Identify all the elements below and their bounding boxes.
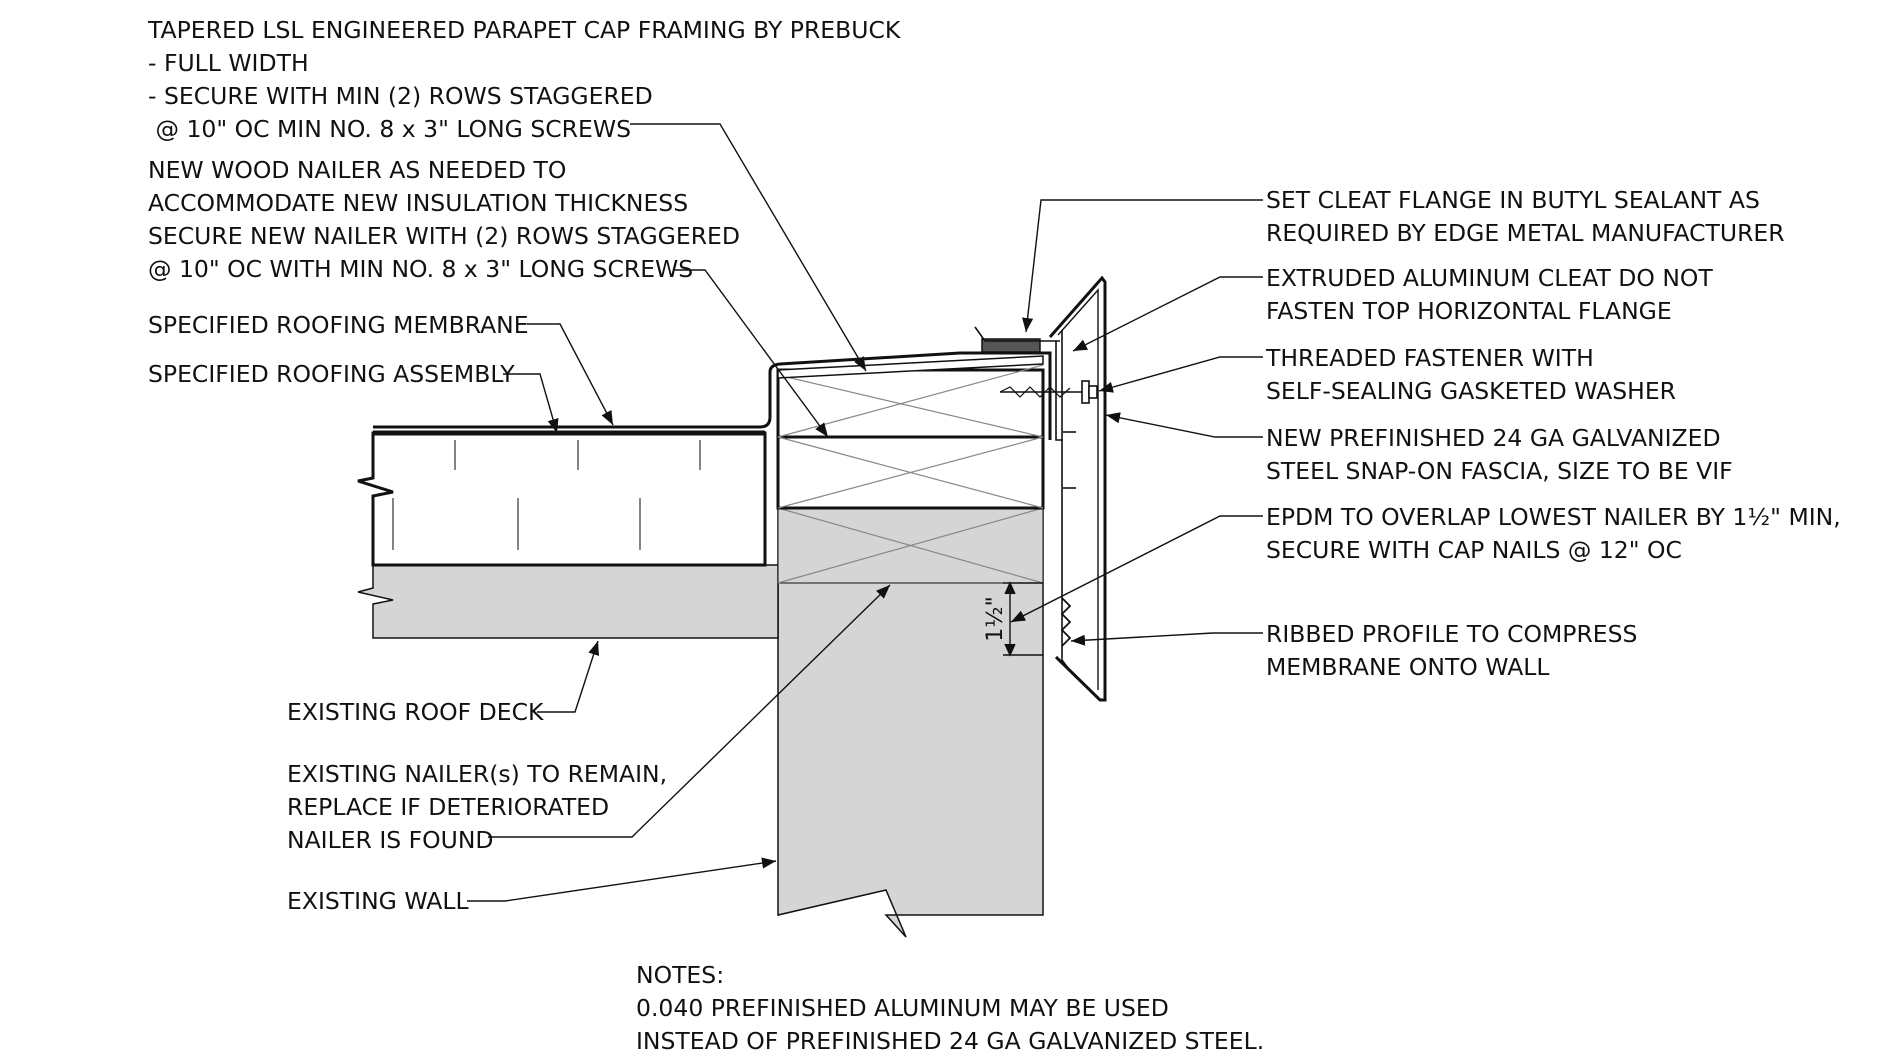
label-alum-cleat: EXTRUDED ALUMINUM CLEAT DO NOT FASTEN TOP… (1266, 264, 1713, 325)
label-lsl-cap: TAPERED LSL ENGINEERED PARAPET CAP FRAMI… (147, 16, 901, 143)
label-line: EXISTING ROOF DECK (287, 698, 544, 726)
label-line: SPECIFIED ROOFING ASSEMBLY (148, 360, 515, 388)
callout-labels: TAPERED LSL ENGINEERED PARAPET CAP FRAMI… (147, 16, 1841, 1055)
leader-wood-nailer (675, 269, 829, 438)
label-line: @ 10" OC WITH MIN NO. 8 x 3" LONG SCREWS (148, 255, 693, 283)
new-wood-nailers (776, 364, 1045, 510)
label-membrane: SPECIFIED ROOFING MEMBRANE (148, 311, 529, 339)
leader-fastener (1098, 356, 1263, 393)
label-fastener: THREADED FASTENER WITH SELF-SEALING GASKE… (1265, 344, 1676, 405)
leader-alum-cleat (1072, 276, 1263, 352)
label-line: - FULL WIDTH (148, 49, 309, 77)
label-roof-deck: EXISTING ROOF DECK (287, 698, 544, 726)
dimension-marker (1003, 581, 1043, 657)
label-line: STEEL SNAP-ON FASCIA, SIZE TO BE VIF (1266, 457, 1733, 485)
label-line: - SECURE WITH MIN (2) ROWS STAGGERED (148, 82, 653, 110)
label-line: RIBBED PROFILE TO COMPRESS (1266, 620, 1637, 648)
label-assembly: SPECIFIED ROOFING ASSEMBLY (148, 360, 515, 388)
label-epdm: EPDM TO OVERLAP LOWEST NAILER BY 1½" MIN… (1266, 503, 1841, 564)
label-line: REPLACE IF DETERIORATED (287, 793, 609, 821)
label-line: SELF-SEALING GASKETED WASHER (1266, 377, 1676, 405)
label-line: SECURE NEW NAILER WITH (2) ROWS STAGGERE… (148, 222, 740, 250)
leader-roof-deck (537, 640, 600, 713)
roofing-assembly (357, 430, 767, 567)
leader-lsl-cap (630, 123, 867, 372)
label-line: NEW WOOD NAILER AS NEEDED TO (148, 156, 566, 184)
label-wood-nailer: NEW WOOD NAILER AS NEEDED TO ACCOMMODATE … (148, 156, 740, 283)
leader-assembly (503, 373, 559, 434)
tapered-lsl-cap (777, 355, 1044, 379)
leader-existing-nailers (488, 584, 891, 838)
label-line: TAPERED LSL ENGINEERED PARAPET CAP FRAMI… (147, 16, 901, 44)
label-line: REQUIRED BY EDGE METAL MANUFACTURER (1266, 219, 1785, 247)
label-line: NEW PREFINISHED 24 GA GALVANIZED (1266, 424, 1721, 452)
label-line: THREADED FASTENER WITH (1265, 344, 1594, 372)
label-line: SET CLEAT FLANGE IN BUTYL SEALANT AS (1266, 186, 1760, 214)
label-line: EXTRUDED ALUMINUM CLEAT DO NOT (1266, 264, 1713, 292)
leader-ribbed (1070, 632, 1263, 646)
leader-existing-wall (467, 857, 777, 902)
label-existing-nailers: EXISTING NAILER(s) TO REMAIN, REPLACE IF … (287, 760, 667, 854)
dimension-text: 1½" (983, 596, 1008, 641)
ribbed-profile (1060, 597, 1072, 647)
label-line: NAILER IS FOUND (287, 826, 494, 854)
label-line: EXISTING WALL (287, 887, 469, 915)
label-line: INSTEAD OF PREFINISHED 24 GA GALVANIZED … (636, 1027, 1264, 1055)
label-ribbed: RIBBED PROFILE TO COMPRESS MEMBRANE ONTO … (1266, 620, 1637, 681)
leader-cleat-flange (1022, 199, 1263, 333)
existing-nailer-hatch (777, 507, 1044, 584)
label-line: EPDM TO OVERLAP LOWEST NAILER BY 1½" MIN… (1266, 503, 1841, 531)
label-cleat-flange: SET CLEAT FLANGE IN BUTYL SEALANT AS REQU… (1266, 186, 1785, 247)
existing-roof-deck (357, 564, 779, 639)
threaded-fastener (999, 380, 1098, 404)
label-line: ACCOMMODATE NEW INSULATION THICKNESS (148, 189, 688, 217)
label-line: SPECIFIED ROOFING MEMBRANE (148, 311, 529, 339)
roofing-membrane (373, 351, 1052, 440)
leader-lines (467, 123, 1263, 902)
label-line: MEMBRANE ONTO WALL (1266, 653, 1549, 681)
label-line: @ 10" OC MIN NO. 8 x 3" LONG SCREWS (148, 115, 631, 143)
notes-block: NOTES: 0.040 PREFINISHED ALUMINUM MAY BE … (636, 961, 1264, 1055)
label-line: NOTES: (636, 961, 724, 989)
label-existing-wall: EXISTING WALL (287, 887, 469, 915)
label-line: SECURE WITH CAP NAILS @ 12" OC (1266, 536, 1682, 564)
butyl-sealant (981, 338, 1041, 353)
label-line: FASTEN TOP HORIZONTAL FLANGE (1266, 297, 1672, 325)
leader-epdm (1010, 515, 1263, 623)
snap-on-fascia (1048, 275, 1107, 702)
label-fascia: NEW PREFINISHED 24 GA GALVANIZED STEEL SN… (1266, 424, 1733, 485)
leader-fascia (1105, 412, 1263, 438)
label-line: EXISTING NAILER(s) TO REMAIN, (287, 760, 667, 788)
leader-membrane (527, 323, 614, 426)
label-line: 0.040 PREFINISHED ALUMINUM MAY BE USED (636, 994, 1169, 1022)
